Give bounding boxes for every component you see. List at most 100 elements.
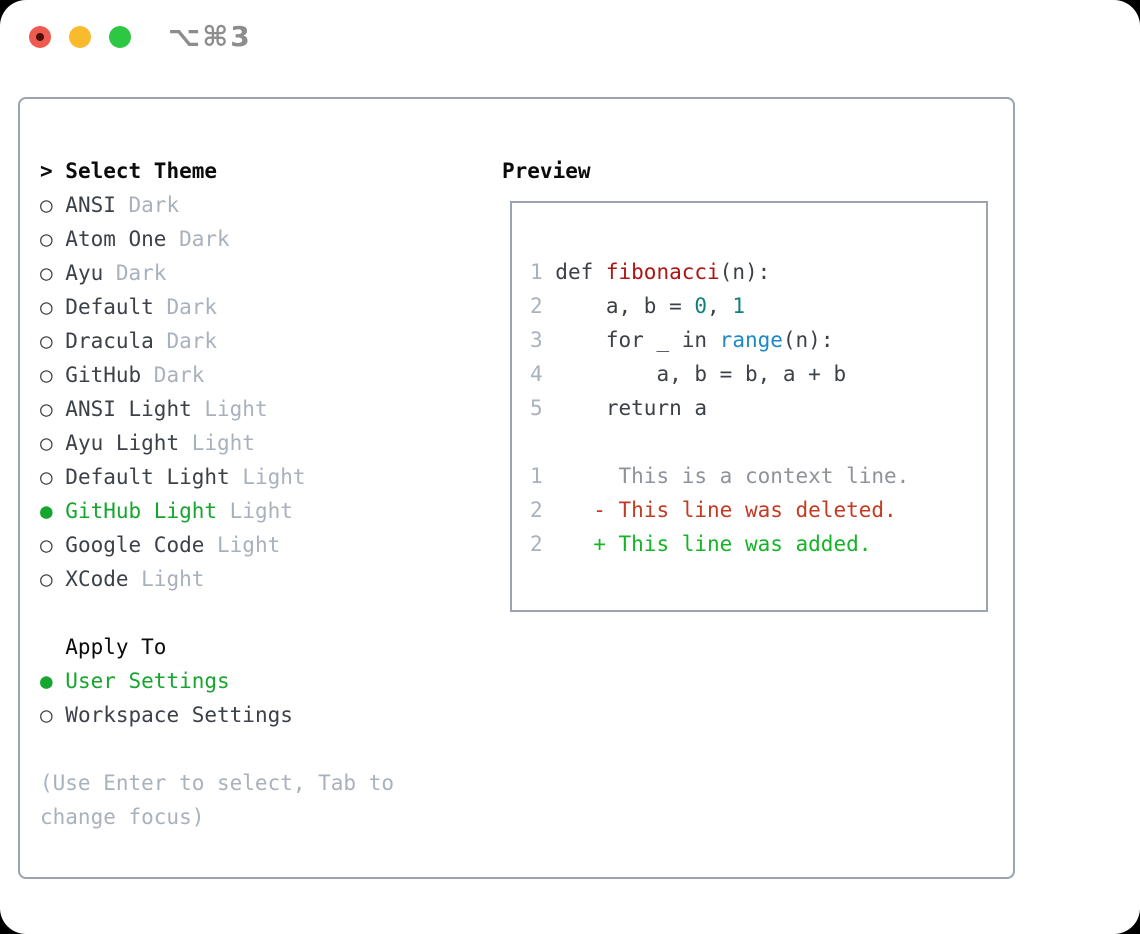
theme-name: ANSI — [65, 193, 116, 217]
radio-icon: ○ — [40, 431, 66, 455]
theme-variant-tag: Light — [179, 431, 255, 455]
code-line: 2 - This line was deleted. — [530, 493, 986, 527]
apply-option-label: User Settings — [65, 669, 230, 693]
theme-option-ansi-light[interactable]: ○ ANSI Light Light — [40, 392, 490, 426]
theme-variant-tag: Light — [229, 465, 306, 489]
theme-variant-tag: Light — [128, 567, 205, 591]
theme-variant-tag: Light — [191, 397, 268, 421]
zoom-button[interactable] — [109, 26, 131, 48]
theme-name: Atom One — [65, 227, 167, 251]
preview-title: Preview — [502, 159, 591, 183]
code-blank-line — [530, 425, 986, 459]
theme-variant-tag: Light — [217, 499, 293, 523]
code-line: 2 a, b = 0, 1 — [530, 289, 986, 323]
code-segment: a, b = b, a + b — [542, 362, 847, 386]
theme-list-column: > Select Theme ○ ANSI Dark○ Atom One Dar… — [40, 154, 490, 834]
theme-name: Dracula — [65, 329, 154, 353]
close-button[interactable] — [29, 26, 51, 48]
code-segment: 1 — [732, 294, 745, 318]
theme-name: Google Code — [65, 533, 205, 557]
spacer — [40, 596, 490, 630]
radio-icon: ○ — [40, 193, 66, 217]
theme-name: ANSI Light — [65, 397, 192, 421]
theme-name: Default Light — [65, 465, 230, 489]
radio-icon: ○ — [40, 533, 66, 557]
code-segment — [543, 532, 594, 556]
theme-name: GitHub — [65, 363, 142, 387]
theme-option-xcode[interactable]: ○ XCode Light — [40, 562, 490, 596]
selected-radio-icon: ● — [40, 669, 66, 693]
radio-icon: ○ — [40, 567, 66, 591]
apply-to-header: Apply To — [40, 635, 167, 659]
code-segment: + This line was added. — [593, 532, 872, 556]
code-segment: This is a context line. — [542, 464, 910, 488]
radio-icon: ○ — [40, 261, 66, 285]
selected-radio-icon: ● — [40, 499, 66, 523]
theme-variant-tag: Dark — [153, 295, 218, 319]
code-segment: range — [719, 328, 783, 352]
radio-icon: ○ — [40, 397, 66, 421]
code-segment — [543, 498, 594, 522]
theme-option-atom-one[interactable]: ○ Atom One Dark — [40, 222, 490, 256]
code-segment: def — [542, 260, 606, 284]
theme-variant-tag: Dark — [153, 329, 218, 353]
line-number: 2 — [530, 498, 543, 522]
select-theme-header: > Select Theme — [40, 154, 490, 188]
line-number: 5 — [530, 396, 543, 420]
apply-option-label: Workspace Settings — [65, 703, 293, 727]
theme-option-default-light[interactable]: ○ Default Light Light — [40, 460, 490, 494]
theme-option-ayu-light[interactable]: ○ Ayu Light Light — [40, 426, 490, 460]
theme-option-github[interactable]: ○ GitHub Dark — [40, 358, 490, 392]
theme-variant-tag: Dark — [115, 193, 180, 217]
code-segment: fibonacci — [605, 260, 720, 284]
line-number: 2 — [530, 532, 543, 556]
line-number: 4 — [530, 362, 543, 386]
traffic-lights — [29, 26, 131, 48]
code-segment: (n): — [782, 328, 834, 352]
theme-option-google-code[interactable]: ○ Google Code Light — [40, 528, 490, 562]
theme-option-github-light[interactable]: ● GitHub Light Light — [40, 494, 490, 528]
apply-option-user-settings[interactable]: ● User Settings — [40, 664, 490, 698]
apply-to-list: ● User Settings○ Workspace Settings — [40, 664, 490, 732]
code-segment: - This line was deleted. — [593, 498, 897, 522]
window-title: ⌥⌘3 — [168, 20, 252, 53]
apply-option-workspace-settings[interactable]: ○ Workspace Settings — [40, 698, 490, 732]
radio-icon: ○ — [40, 227, 66, 251]
code-line: 4 a, b = b, a + b — [530, 357, 986, 391]
code-segment: a, b = — [542, 294, 695, 318]
keyboard-hint: (Use Enter to select, Tab to change focu… — [40, 771, 395, 829]
radio-icon: ○ — [40, 329, 66, 353]
theme-name: GitHub Light — [65, 499, 218, 523]
theme-name: Ayu Light — [65, 431, 180, 455]
theme-variant-tag: Light — [204, 533, 281, 557]
theme-variant-tag: Dark — [103, 261, 167, 285]
section-title: Select Theme — [65, 159, 218, 183]
line-number: 2 — [530, 294, 543, 318]
titlebar: ⌥⌘3 — [0, 0, 1140, 97]
theme-option-ansi[interactable]: ○ ANSI Dark — [40, 188, 490, 222]
theme-name: Ayu — [65, 261, 104, 285]
radio-icon: ○ — [40, 363, 66, 387]
theme-variant-tag: Dark — [166, 227, 230, 251]
code-line: 3 for _ in range(n): — [530, 323, 986, 357]
radio-icon: ○ — [40, 703, 66, 727]
theme-variant-tag: Dark — [141, 363, 205, 387]
code-line: 1 def fibonacci(n): — [530, 255, 986, 289]
radio-icon: ○ — [40, 295, 66, 319]
line-number: 1 — [530, 464, 543, 488]
theme-option-dracula[interactable]: ○ Dracula Dark — [40, 324, 490, 358]
radio-icon: ○ — [40, 465, 66, 489]
code-line: 5 return a — [530, 391, 986, 425]
theme-name: Default — [65, 295, 154, 319]
minimize-button[interactable] — [69, 26, 91, 48]
code-segment: , — [707, 294, 733, 318]
code-line: 2 + This line was added. — [530, 527, 986, 561]
theme-option-ayu[interactable]: ○ Ayu Dark — [40, 256, 490, 290]
line-number: 1 — [530, 260, 543, 284]
theme-picker-panel: > Select Theme ○ ANSI Dark○ Atom One Dar… — [18, 97, 1015, 879]
theme-option-default[interactable]: ○ Default Dark — [40, 290, 490, 324]
code-segment: return a — [542, 396, 708, 420]
